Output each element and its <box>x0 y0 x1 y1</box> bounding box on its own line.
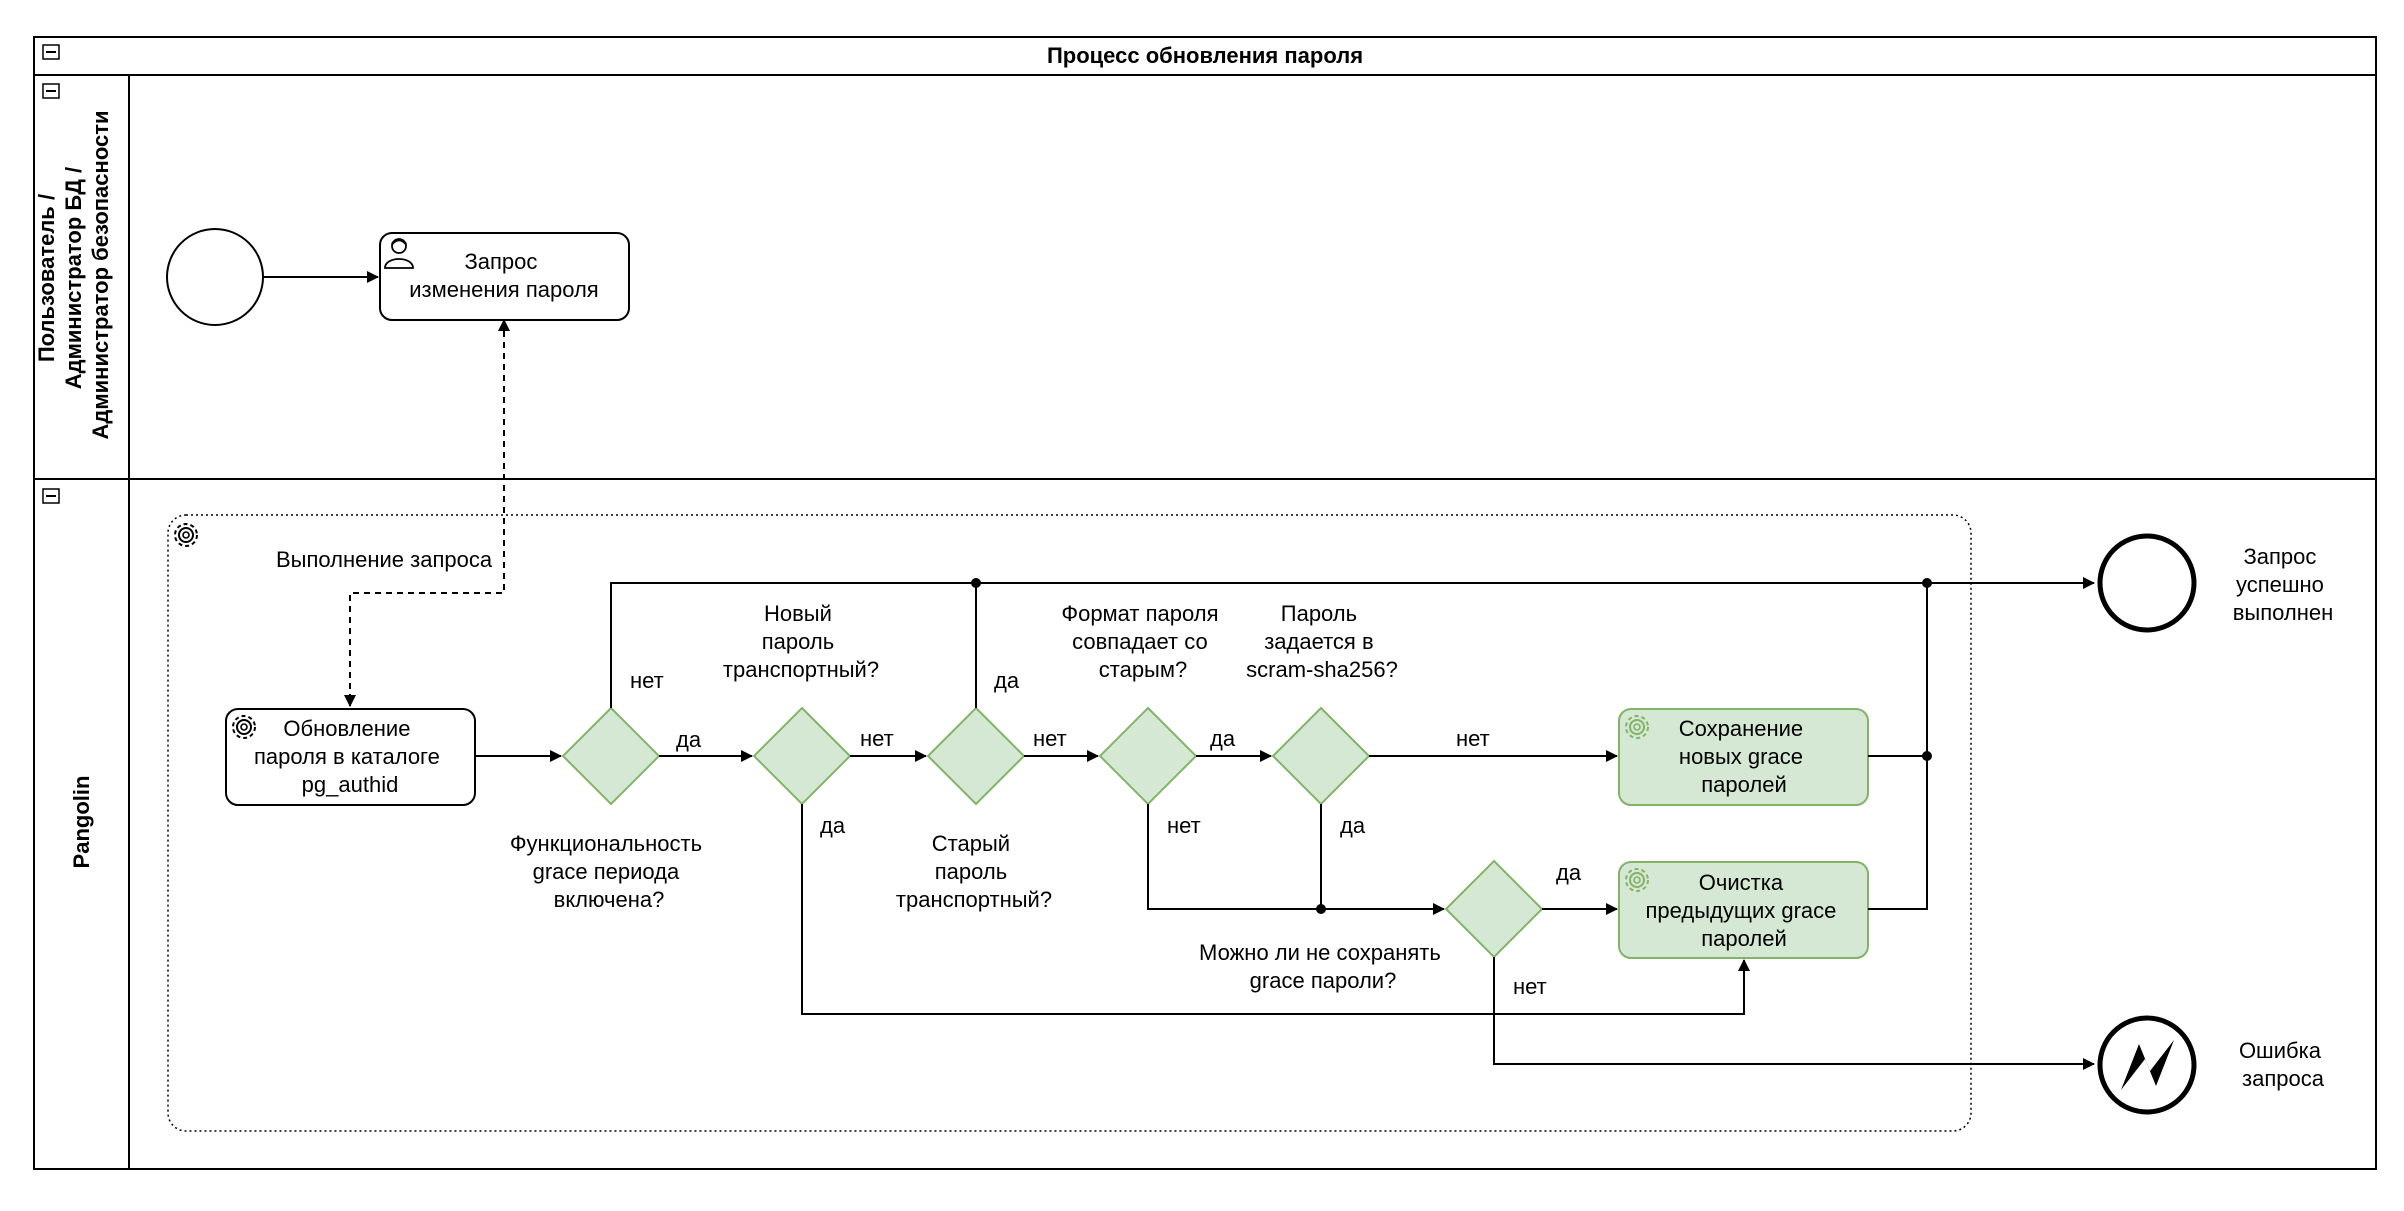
gateway-format-label: Формат пароля совпадает со старым? <box>1061 601 1224 682</box>
gateway-new-password-label: Новый пароль транспортный? <box>723 601 879 682</box>
flow-label-yes: да <box>1210 726 1236 751</box>
sequence-flows <box>264 271 2095 1070</box>
task-clear-label-2: предыдущих grace <box>1645 898 1836 923</box>
flow-label-no: нет <box>860 726 894 751</box>
end-event-error[interactable] <box>2097 1015 2197 1115</box>
flow-label-yes: да <box>820 813 846 838</box>
svg-text:Запрос изменения пароля: Запрос изменения пароля <box>409 249 598 302</box>
flow-label-no: нет <box>1456 726 1490 751</box>
svg-text:Сохранение новых grace: Сохранение новых grace паролей <box>1679 716 1810 797</box>
gateway-can-skip-grace[interactable] <box>1444 859 1544 959</box>
flow-label-yes: да <box>1556 860 1582 885</box>
task-clear-label-1: Очистка <box>1699 870 1784 895</box>
task-update-label-2: пароля в каталоге <box>254 744 440 769</box>
task-update-label-3: pg_authid <box>302 772 399 797</box>
flow-label-yes: да <box>994 668 1020 693</box>
gateway-grace-enabled[interactable] <box>561 706 661 806</box>
task-request-label-1: Запрос <box>464 249 537 274</box>
svg-text:Обновление пароля в ката: Обновление пароля в каталоге pg_authid <box>254 716 446 797</box>
task-update-password[interactable]: Обновление пароля в каталоге pg_authid <box>225 708 476 806</box>
flow-label-no: нет <box>1167 813 1201 838</box>
start-event[interactable] <box>166 228 264 326</box>
message-flow <box>344 320 505 707</box>
pool-collapse-icon[interactable] <box>42 44 60 60</box>
task-clear-label-3: паролей <box>1701 926 1787 951</box>
task-save-label-3: паролей <box>1701 772 1787 797</box>
lane-user-collapse-icon[interactable] <box>42 83 60 99</box>
flow-label-yes: да <box>1340 813 1366 838</box>
flow-label-no: нет <box>1033 726 1067 751</box>
lane-system-collapse-icon[interactable] <box>42 488 60 504</box>
task-request-label-2: изменения пароля <box>409 277 598 302</box>
end-event-success[interactable] <box>2097 533 2197 633</box>
pool-title: Процесс обновления пароля <box>1047 43 1363 68</box>
task-save-label-1: Сохранение <box>1679 716 1803 741</box>
gateway-scram-label: Пароль задается в scram-sha256? <box>1246 601 1398 682</box>
gateway-old-password-transport[interactable] <box>926 706 1026 806</box>
task-clear-grace-passwords[interactable]: Очистка предыдущих grace паролей <box>1618 861 1869 959</box>
flow-label-no: нет <box>1513 974 1547 999</box>
task-save-label-2: новых grace <box>1679 744 1803 769</box>
subprocess-gear-icon <box>174 523 198 547</box>
task-update-label-1: Обновление <box>283 716 410 741</box>
pool <box>33 36 2377 1170</box>
subprocess-container <box>167 514 1972 1132</box>
lightning-icon <box>2121 1040 2174 1090</box>
message-flow-label: Выполнение запроса <box>276 547 493 572</box>
user-icon <box>384 238 414 269</box>
gateway-format-matches[interactable] <box>1098 706 1198 806</box>
end-event-success-label: Запрос успешно выполнен <box>2233 544 2334 625</box>
lane-user-label: Пользователь / Администратор БД / Админи… <box>34 110 113 439</box>
flow-label-no: нет <box>630 668 664 693</box>
gateway-can-skip-label: Можно ли не сохранять grace пароли? <box>1199 940 1447 993</box>
task-save-grace-passwords[interactable]: Сохранение новых grace паролей <box>1618 708 1869 806</box>
gateway-old-password-label: Старый пароль транспортный? <box>896 831 1052 912</box>
flow-label-yes: да <box>676 727 702 752</box>
lane-system-label: Pangolin <box>69 776 94 869</box>
task-request-password-change[interactable]: Запрос изменения пароля <box>379 232 630 321</box>
gateway-scram-sha256[interactable] <box>1271 706 1371 806</box>
gateway-grace-enabled-label: Функциональность grace периода включена? <box>510 831 708 912</box>
end-event-error-label: Ошибка запроса <box>2239 1038 2327 1091</box>
svg-text:Очистка предыдущих grace: Очистка предыдущих grace паролей <box>1645 870 1842 951</box>
gateway-new-password-transport[interactable] <box>752 706 852 806</box>
